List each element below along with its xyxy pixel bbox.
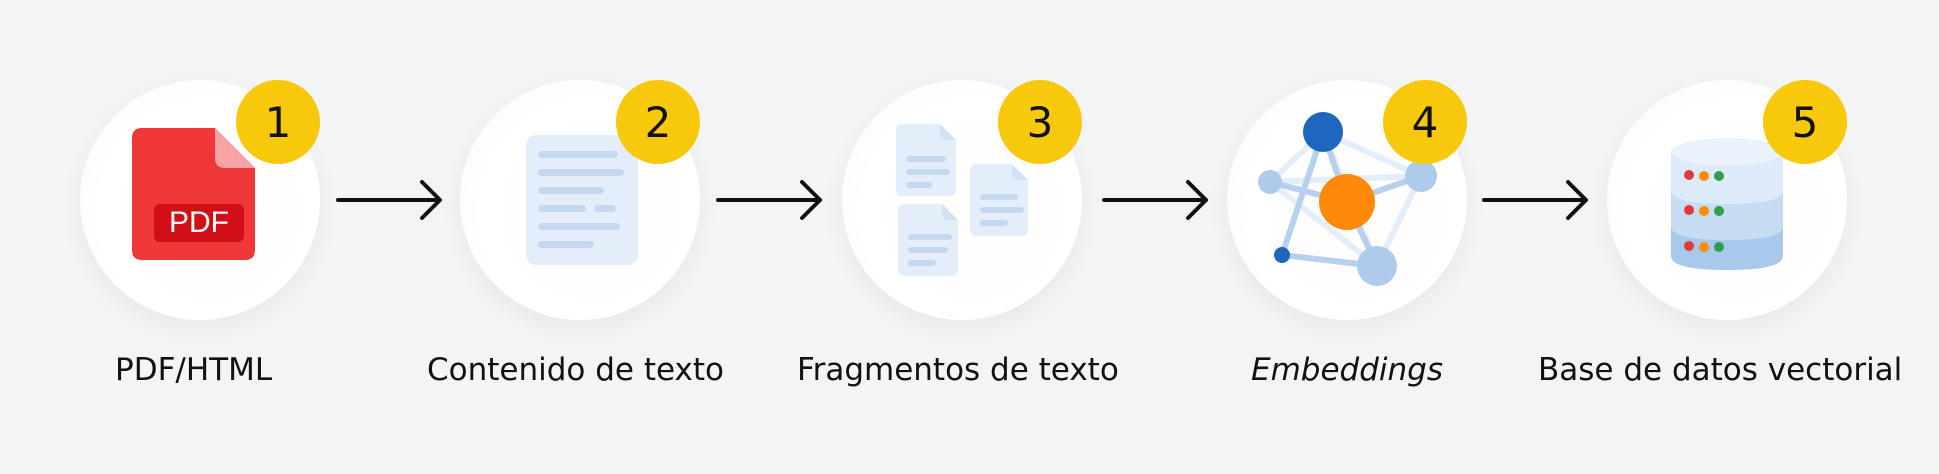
step-3-label: Fragmentos de texto: [797, 352, 1119, 388]
step-2-label: Contenido de texto: [427, 352, 724, 388]
text-document-icon: [526, 135, 638, 265]
step-3-circle: [842, 80, 1082, 320]
arrow-2-icon: [716, 180, 822, 220]
embeddings-graph-icon: [1258, 112, 1437, 286]
pdf-icon-text: PDF: [169, 206, 229, 239]
vector-database-icon: [1671, 138, 1783, 270]
pdf-file-icon: PDF: [132, 128, 255, 260]
text-fragments-icon: [896, 124, 1028, 276]
arrow-4-icon: [1482, 180, 1588, 220]
step-4-label: Embeddings: [1251, 352, 1443, 388]
step-5-label: Base de datos vectorial: [1538, 352, 1903, 388]
arrow-1-icon: [336, 180, 442, 220]
step-1-badge: 1: [236, 80, 320, 164]
step-4-badge: 4: [1383, 80, 1467, 164]
arrow-3-icon: [1102, 180, 1208, 220]
step-1-label: PDF/HTML: [115, 352, 273, 388]
step-3-badge: 3: [998, 80, 1082, 164]
step-5-badge: 5: [1763, 80, 1847, 164]
step-2-badge: 2: [616, 80, 700, 164]
